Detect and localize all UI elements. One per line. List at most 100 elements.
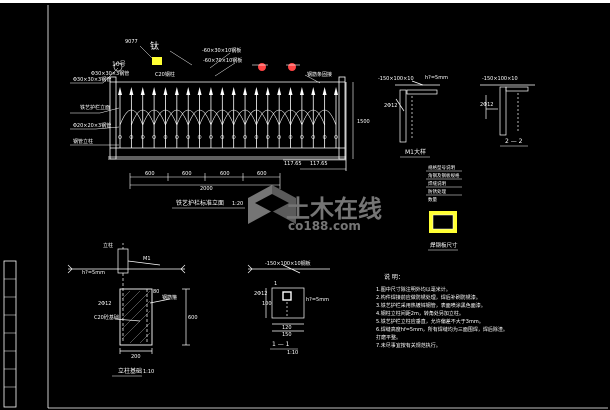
fence-picket-ring <box>174 135 179 139</box>
section-m1-plate-label: h?=5mm <box>425 75 448 81</box>
fence-picket-ring <box>129 135 134 139</box>
section-2-2-top-label: -150×100×10 <box>482 76 518 82</box>
fence-dim-7: 1500 <box>357 119 370 125</box>
weld-plate-item-3: 防锈处理 <box>428 188 446 195</box>
fence-dim-2: 600 <box>220 171 230 177</box>
section-2-2-lines <box>480 84 535 136</box>
title-block-frame <box>3 260 17 408</box>
weld-plate-item-4: 数量 <box>428 196 437 203</box>
fence-dim-4: 2000 <box>200 186 213 192</box>
section-2-2-texts: -150×100×10 2Φ12 2 — 2 <box>480 76 523 145</box>
section-1-1-callout-2: 2Φ12 <box>254 291 267 297</box>
fence-picket-ring <box>322 135 327 139</box>
fence-arch <box>187 109 212 126</box>
fence-callout-5: 铁艺护栏立面 <box>80 104 110 111</box>
section-1-1-scale: 1:10 <box>287 350 298 356</box>
notes-line-2: 3.铁艺护栏采用热镀锌钢管，表面喷涂黑色面漆。 <box>376 302 486 309</box>
section-1-1-callout-3: h?=5mm <box>306 297 329 303</box>
fence-picket-spear <box>118 87 122 95</box>
section-1-1: -150×100×10钢板 1 2Φ12 h?=5mm 100 120 150 … <box>247 260 330 356</box>
post-foundation-callout-1: M1 <box>143 256 151 262</box>
fence-callout-11: 9077 <box>125 39 138 45</box>
watermark-text-en: co188.com <box>288 219 361 233</box>
fence-arches <box>119 109 337 126</box>
fence-arch <box>244 109 269 126</box>
post-foundation-dim-0: 200 <box>131 354 141 360</box>
fence-picket-spear <box>311 87 316 95</box>
fence-arch <box>119 109 144 126</box>
fence-texts: 9077 钛 10号 Φ30×30×3钢管 Φ30×30×3钢管 C20钢柱 -… <box>73 39 370 207</box>
fence-picket-spear <box>129 87 134 95</box>
fence-arch <box>256 109 280 126</box>
section-2-2-caption: 2 — 2 <box>505 138 523 145</box>
notes-line-3: 4.钢柱立柱间距2m，转角处另加立柱。 <box>376 310 464 317</box>
fence-dim-1: 600 <box>182 171 192 177</box>
weld-plate-rules <box>426 170 462 196</box>
notes-line-6: 打磨平整。 <box>376 334 401 341</box>
fence-picket-ring <box>186 135 191 139</box>
section-m1-detail: -150×100×10 h?=5mm 2Φ12 M1大样 <box>378 75 448 158</box>
fence-picket-spear <box>254 87 259 95</box>
post-foundation-dim-1: 600 <box>188 315 198 321</box>
fence-picket-ring <box>231 135 236 139</box>
notes-title: 说 明： <box>384 273 404 281</box>
section-m1-caption: M1大样 <box>405 148 426 156</box>
fence-arch <box>131 109 155 126</box>
fence-picket-spear <box>208 87 213 95</box>
section-m1-texts: -150×100×10 h?=5mm 2Φ12 M1大样 <box>378 75 448 156</box>
fence-arch <box>290 109 314 126</box>
notes-line-0: 1.图中尺寸除注明外均以毫米计。 <box>376 286 451 293</box>
fence-arch <box>210 109 234 126</box>
fence-picket-ring <box>197 135 202 139</box>
fence-arch <box>301 109 325 126</box>
fence-scale: 1:20 <box>232 201 243 207</box>
fence-picket-spear <box>197 87 202 95</box>
section-1-1-dim-2: 150 <box>282 332 292 338</box>
weld-plate-item-1: 角钢及钢板规格 <box>428 172 460 179</box>
weld-plate-item-0: 规格型号说明 <box>428 164 455 171</box>
fence-frame <box>108 76 347 171</box>
fence-callout-9: -60×70×10钢板 <box>203 57 242 64</box>
fence-picket-spear <box>186 87 191 95</box>
fence-callout-3: Φ30×30×3钢管 <box>73 76 111 83</box>
watermark-text-cn: 土木在线 <box>286 195 382 223</box>
section-2-2: -150×100×10 2Φ12 2 — 2 <box>480 76 535 147</box>
fence-picket-ring <box>254 135 259 139</box>
fence-picket-ring <box>300 135 304 139</box>
fence-caption: 铁艺护栏标准立面 <box>176 199 224 207</box>
fence-arch <box>312 109 337 126</box>
fence-picket-spear <box>277 87 282 95</box>
weld-plate-detail: 规格型号说明 角钢及钢板规格 焊缝说明 防锈处理 数量 焊钢板尺寸 <box>426 164 462 251</box>
fence-arch <box>233 109 257 126</box>
notes-line-5: 6.焊缝高度hf=5mm，所有焊缝均为三面围焊，焊后除渣。 <box>376 326 508 333</box>
fence-picket-ring <box>163 135 168 139</box>
notes-line-1: 2.构件焊接前应做防锈处理，焊后补刷防锈漆。 <box>376 294 481 301</box>
fence-arch <box>278 109 303 126</box>
section-m1-top-label: -150×100×10 <box>378 76 414 82</box>
post-foundation-callout-2: h?=5mm <box>82 270 105 276</box>
section-1-1-callout-1: 1 <box>274 281 277 287</box>
sheet-border <box>47 5 608 409</box>
fence-picket-ring <box>265 135 270 139</box>
design-notes: 说 明： 1.图中尺寸除注明外均以毫米计。 2.构件焊接前应做防锈处理，焊后补刷… <box>376 273 508 349</box>
post-foundation-detail: 立柱 M1 h?=5mm 2Φ12 C20砼基础 钢筋箍 200 600 80 … <box>67 242 198 377</box>
weld-plate-inner <box>432 214 454 230</box>
post-foundation-texts: 立柱 M1 h?=5mm 2Φ12 C20砼基础 钢筋箍 200 600 80 … <box>82 242 198 375</box>
fence-picket-spear <box>243 87 248 95</box>
fence-arch <box>165 109 189 126</box>
fence-picket-ring <box>288 135 293 139</box>
fence-picket-spear <box>231 87 236 95</box>
weld-plate-item-2: 焊缝说明 <box>428 180 446 187</box>
fence-picket-spear <box>265 87 270 95</box>
fence-arch <box>153 109 178 126</box>
section-1-1-dim-0: 100 <box>262 301 272 307</box>
weld-plate-items: 规格型号说明 角钢及钢板规格 焊缝说明 防锈处理 数量 <box>428 164 460 203</box>
fence-picket-ring <box>209 135 213 139</box>
title-block-rows <box>4 278 16 388</box>
weld-plate-caption: 焊钢板尺寸 <box>430 241 458 249</box>
fence-arch <box>199 109 223 126</box>
fence-callout-8: -60×30×10钢板 <box>202 47 241 54</box>
post-foundation-caption: 立柱基础 <box>118 367 142 375</box>
section-1-1-lines <box>247 264 330 332</box>
cad-drawing: 9077 钛 10号 Φ30×30×3钢管 Φ30×30×3钢管 C20钢柱 -… <box>0 3 610 410</box>
